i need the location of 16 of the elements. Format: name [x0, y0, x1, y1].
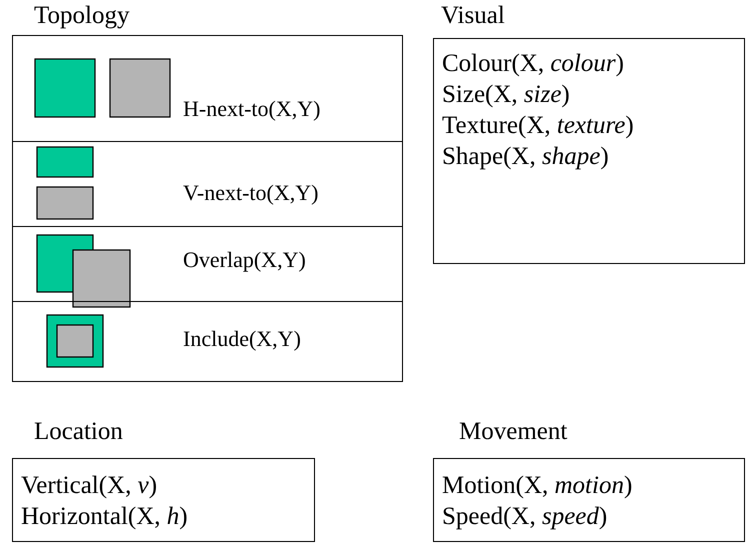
predicate-label: Include(X,Y) [183, 326, 301, 352]
predicate-label: Vertical(X, v) [21, 471, 158, 501]
panel-heading: Visual [441, 2, 505, 30]
panel-heading: Movement [459, 418, 568, 446]
predicate-label: Horizontal(X, h) [21, 502, 188, 532]
predicate-label: Shape(X, shape) [442, 142, 609, 172]
predicate-label: Overlap(X,Y) [183, 247, 306, 273]
predicate-label: Motion(X, motion) [442, 471, 632, 501]
predicate-label: Speed(X, speed) [442, 502, 608, 532]
predicate-label: Texture(X, texture) [442, 111, 634, 141]
predicate-label: Colour(X, colour) [442, 49, 624, 79]
predicate-label: Size(X, size) [442, 80, 570, 110]
predicate-label: H-next-to(X,Y) [183, 96, 320, 122]
panel-heading: Topology [34, 2, 130, 30]
panel-heading: Location [34, 418, 123, 446]
predicate-label: V-next-to(X,Y) [183, 180, 318, 206]
